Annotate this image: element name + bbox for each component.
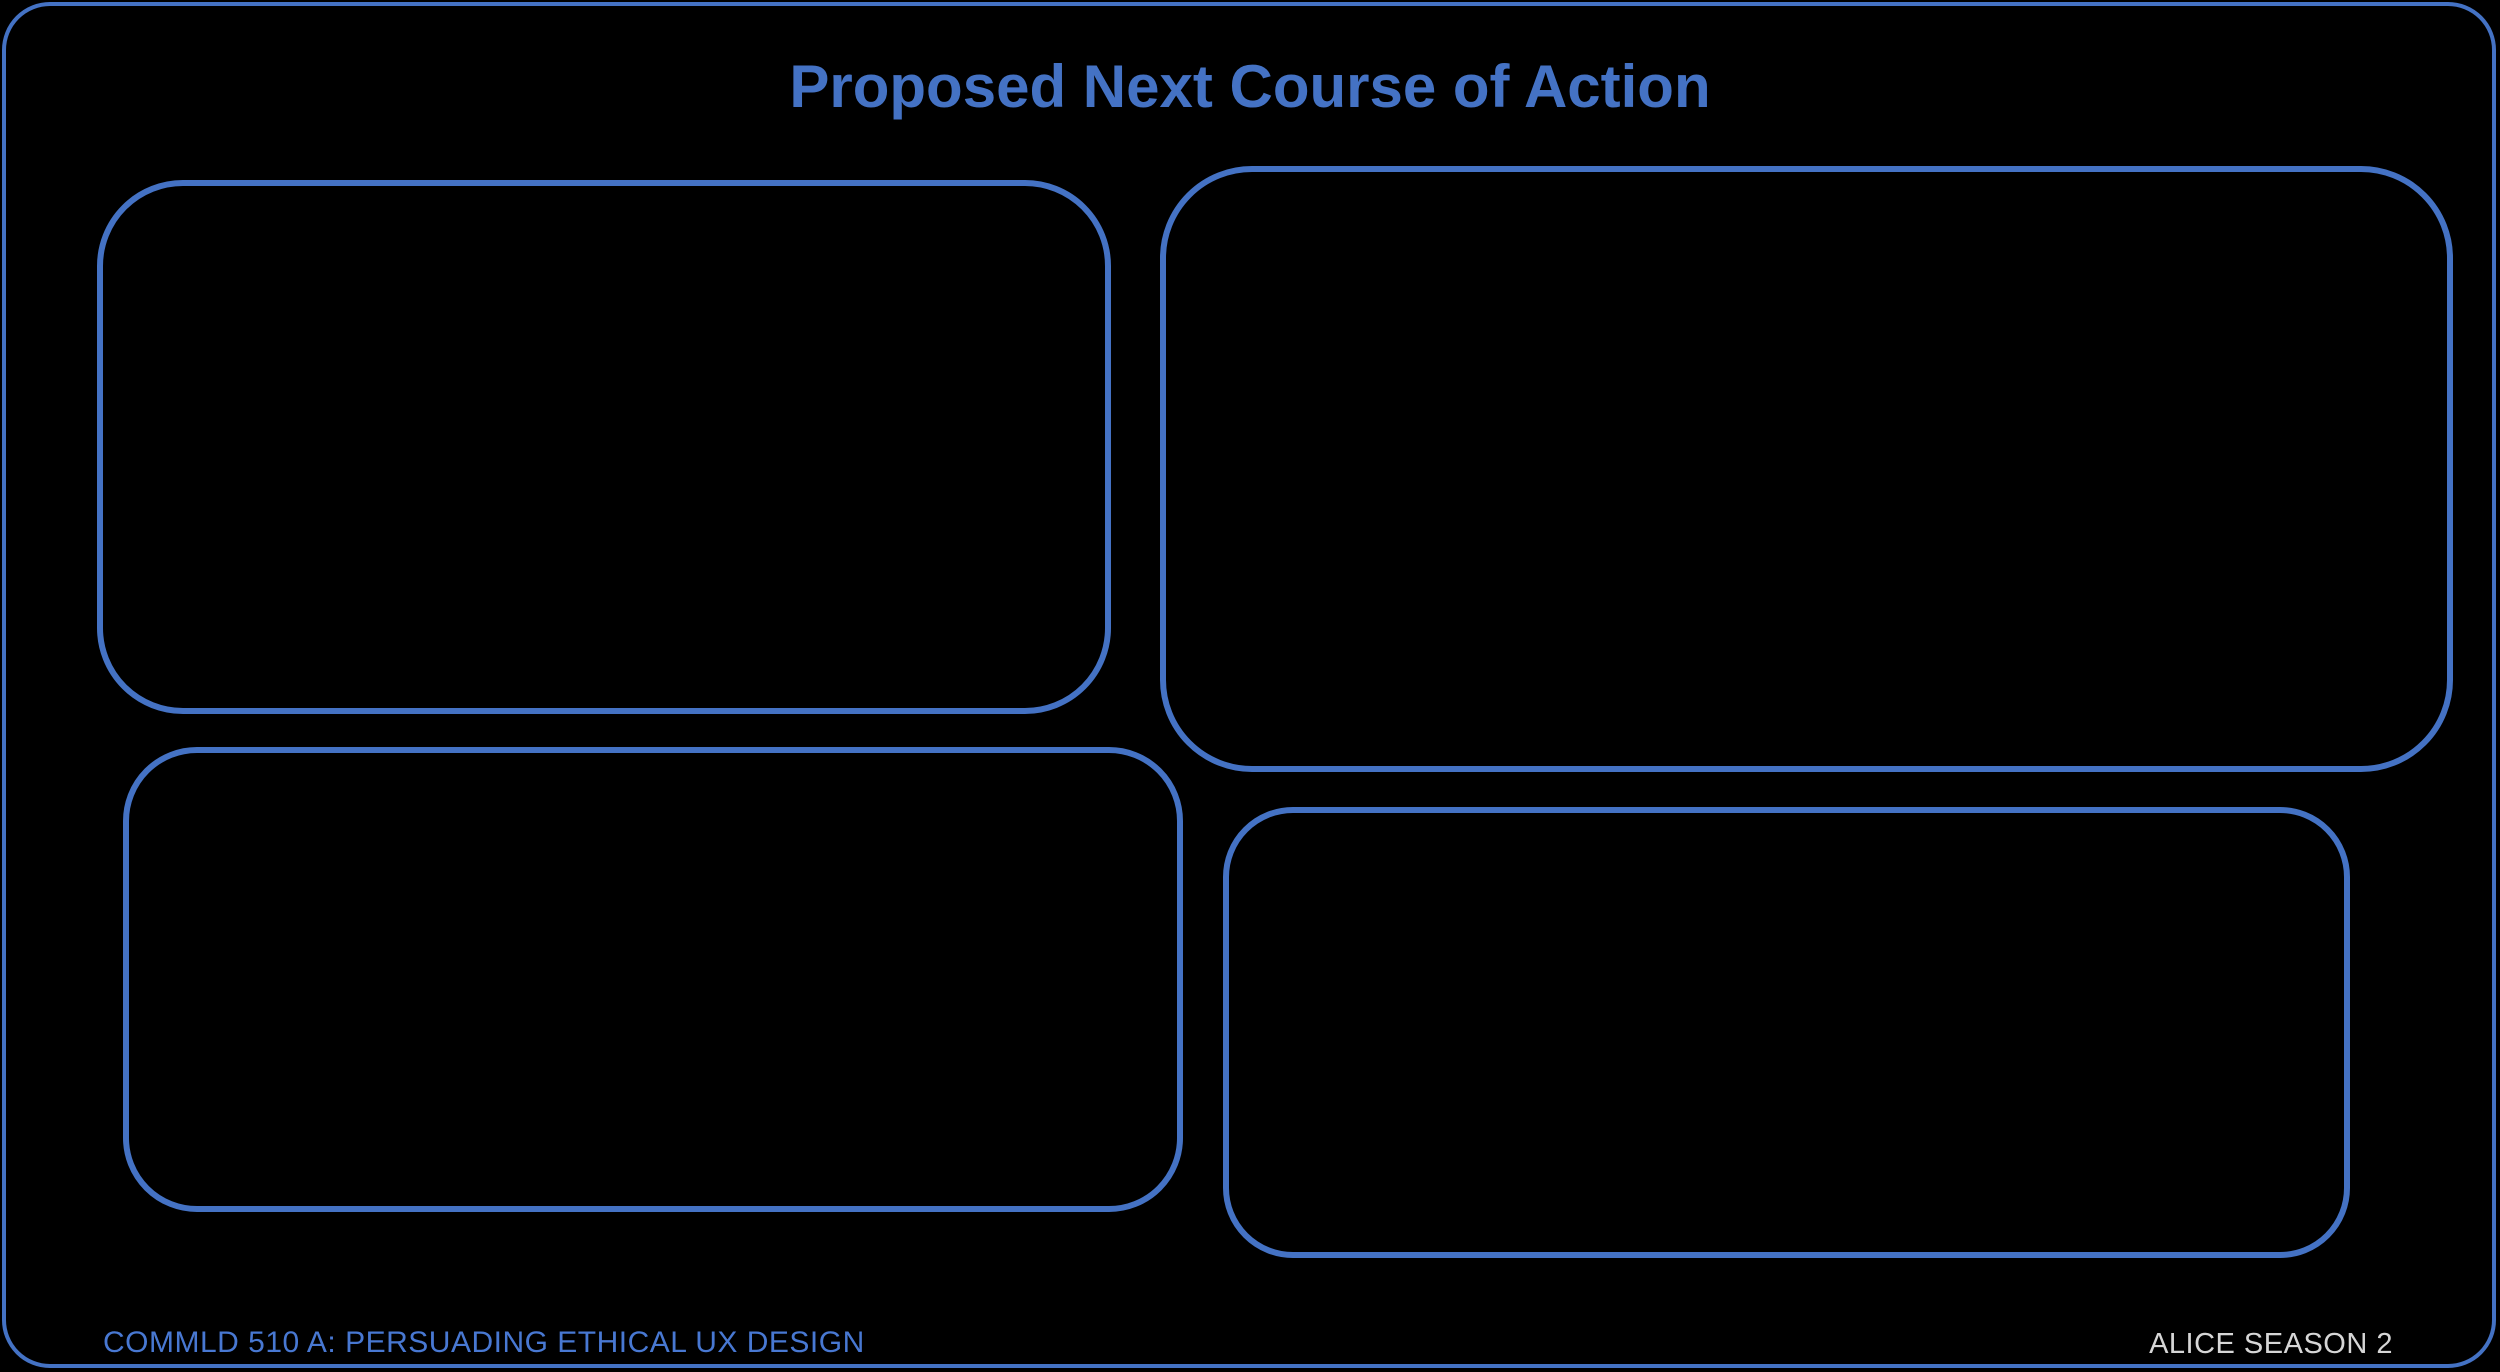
content-box-bottom-right bbox=[1223, 807, 2350, 1258]
content-box-top-right bbox=[1160, 166, 2453, 772]
content-box-top-left bbox=[97, 180, 1111, 714]
footer-course-label: COMMLD 510 A: PERSUADING ETHICAL UX DESI… bbox=[103, 1326, 865, 1359]
slide-title: Proposed Next Course of Action bbox=[789, 53, 1711, 120]
footer-author-label: ALICE SEASON 2 bbox=[2149, 1328, 2393, 1360]
content-box-bottom-left bbox=[123, 747, 1183, 1212]
